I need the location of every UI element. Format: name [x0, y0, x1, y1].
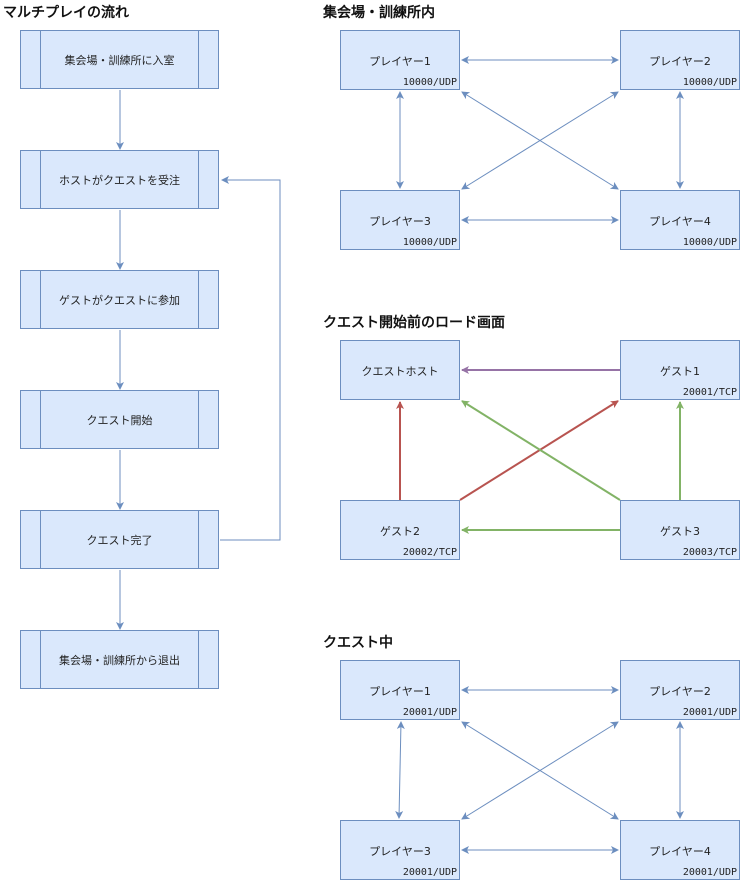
- flow-loop-arrow: [220, 176, 281, 541]
- node-name: プレイヤー1: [369, 685, 431, 698]
- node-port: 20001/UDP: [682, 707, 737, 718]
- node-name: ゲスト1: [660, 365, 700, 378]
- flow-step-label: ゲストがクエストに参加: [59, 293, 180, 307]
- node-name: プレイヤー2: [649, 55, 711, 68]
- flow-step-quest-start: クエスト開始: [20, 390, 219, 449]
- node-port: 20001/UDP: [682, 867, 737, 878]
- node-port: 20003/TCP: [682, 547, 737, 558]
- node-name: プレイヤー2: [649, 685, 711, 698]
- node-name: プレイヤー4: [649, 215, 711, 228]
- node-port: 10000/UDP: [402, 237, 457, 248]
- quest-player-2: プレイヤー2 20001/UDP: [620, 660, 740, 720]
- node-port: 10000/UDP: [682, 77, 737, 88]
- lobby-player-1: プレイヤー1 10000/UDP: [340, 30, 460, 90]
- load-g3-host: [461, 400, 621, 501]
- node-port: 20001/UDP: [402, 707, 457, 718]
- flow-step-guest-joins-quest: ゲストがクエストに参加: [20, 270, 219, 329]
- node-name: ゲスト3: [660, 525, 700, 538]
- node-port: 10000/UDP: [402, 77, 457, 88]
- flow-step-leave-lobby: 集会場・訓練所から退出: [20, 630, 219, 689]
- loading-guest-1: ゲスト1 20001/TCP: [620, 340, 740, 400]
- loading-guest-3: ゲスト3 20003/TCP: [620, 500, 740, 560]
- loading-title: クエスト開始前のロード画面: [323, 315, 505, 331]
- flow-step-label: ホストがクエストを受注: [59, 173, 180, 187]
- node-name: プレイヤー3: [369, 215, 431, 228]
- flow-title: マルチプレイの流れ: [3, 5, 129, 21]
- node-name: プレイヤー4: [649, 845, 711, 858]
- lobby-link-2-3: [461, 91, 619, 190]
- lobby-player-2: プレイヤー2 10000/UDP: [620, 30, 740, 90]
- node-port: 20001/UDP: [402, 867, 457, 878]
- loading-quest-host: クエストホスト: [340, 340, 460, 400]
- load-g2-g1: [459, 400, 619, 501]
- node-name: プレイヤー3: [369, 845, 431, 858]
- lobby-player-3: プレイヤー3 10000/UDP: [340, 190, 460, 250]
- quest-player-3: プレイヤー3 20001/UDP: [340, 820, 460, 880]
- node-name: プレイヤー1: [369, 55, 431, 68]
- node-name: クエストホスト: [361, 365, 439, 378]
- lobby-title: 集会場・訓練所内: [323, 5, 435, 21]
- quest-link-1-3: [395, 721, 405, 819]
- node-port: 20002/TCP: [402, 547, 457, 558]
- flow-step-host-accepts-quest: ホストがクエストを受注: [20, 150, 219, 209]
- flow-step-label: 集会場・訓練所から退出: [59, 653, 180, 667]
- lobby-player-4: プレイヤー4 10000/UDP: [620, 190, 740, 250]
- flow-step-quest-complete: クエスト完了: [20, 510, 219, 569]
- quest-title: クエスト中: [323, 635, 393, 651]
- flow-step-label: クエスト開始: [86, 413, 153, 427]
- flow-step-enter-lobby: 集会場・訓練所に入室: [20, 30, 219, 89]
- node-port: 10000/UDP: [682, 237, 737, 248]
- quest-player-1: プレイヤー1 20001/UDP: [340, 660, 460, 720]
- flow-step-label: クエスト完了: [86, 533, 153, 547]
- node-port: 20001/TCP: [682, 387, 737, 398]
- quest-player-4: プレイヤー4 20001/UDP: [620, 820, 740, 880]
- quest-link-2-3: [461, 721, 619, 820]
- flow-step-label: 集会場・訓練所に入室: [64, 53, 175, 67]
- loading-guest-2: ゲスト2 20002/TCP: [340, 500, 460, 560]
- node-name: ゲスト2: [380, 525, 420, 538]
